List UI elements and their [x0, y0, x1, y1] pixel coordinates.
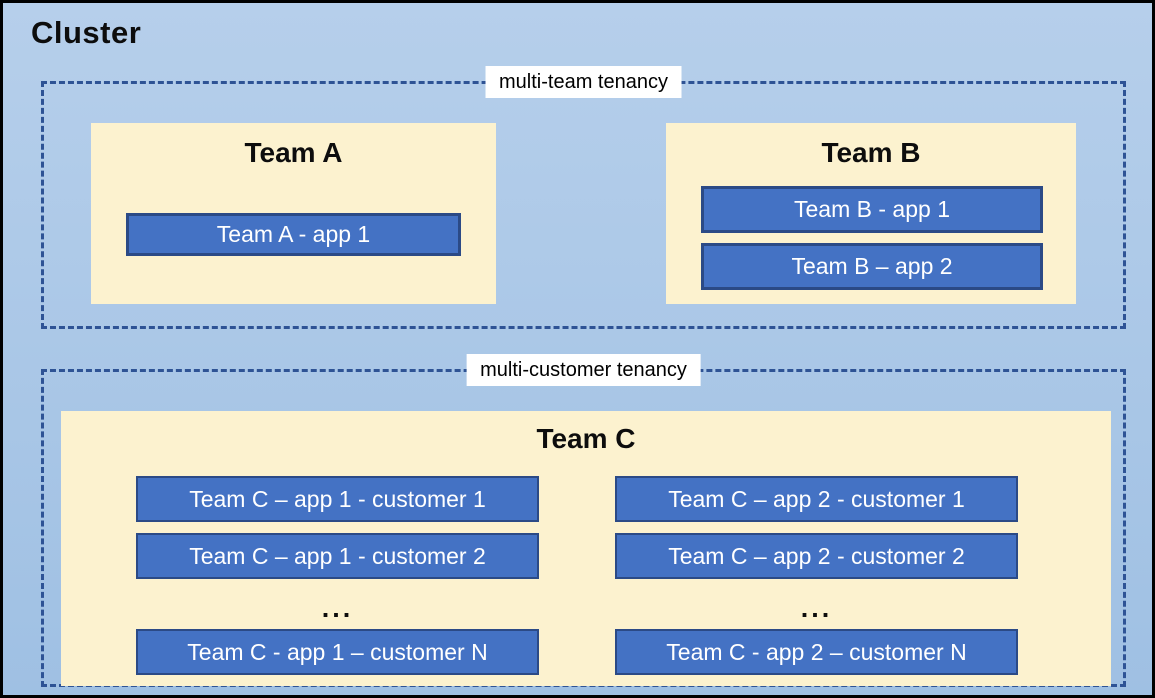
team-c-app2-column: Team C – app 2 - customer 1 Team C – app…	[615, 476, 1018, 686]
team-c-app1-customer2-box: Team C – app 1 - customer 2	[136, 533, 539, 579]
team-c-title: Team C	[536, 423, 636, 454]
multi-team-tenancy-box: multi-team tenancy Team A Team A - app 1…	[41, 66, 1126, 329]
team-c-app1-column: Team C – app 1 - customer 1 Team C – app…	[136, 476, 539, 686]
team-b-box: Team B Team B - app 1 Team B – app 2	[666, 123, 1076, 304]
multi-team-tenancy-label: multi-team tenancy	[485, 66, 682, 98]
team-c-app1-ellipsis: ...	[321, 593, 354, 623]
team-c-app1-customerN-box: Team C - app 1 – customer N	[136, 629, 539, 675]
team-c-app2-ellipsis: ...	[800, 593, 833, 623]
cluster-title: Cluster	[31, 15, 142, 50]
team-c-app2-customer1-box: Team C – app 2 - customer 1	[615, 476, 1018, 522]
team-c-app2-customerN-box: Team C - app 2 – customer N	[615, 629, 1018, 675]
team-c-app2-customer2-box: Team C – app 2 - customer 2	[615, 533, 1018, 579]
team-b-app-1-box: Team B - app 1	[701, 186, 1043, 233]
team-a-title: Team A	[244, 137, 343, 168]
team-b-title: Team B	[821, 137, 921, 168]
team-b-app-2-box: Team B – app 2	[701, 243, 1043, 290]
multi-customer-tenancy-label: multi-customer tenancy	[466, 354, 701, 386]
team-a-app-1-box: Team A - app 1	[126, 213, 461, 256]
multi-customer-tenancy-box: multi-customer tenancy Team C Team C – a…	[41, 354, 1126, 687]
team-c-app1-customer1-box: Team C – app 1 - customer 1	[136, 476, 539, 522]
team-a-box: Team A Team A - app 1	[91, 123, 496, 304]
team-c-box: Team C Team C – app 1 - customer 1 Team …	[61, 411, 1111, 686]
